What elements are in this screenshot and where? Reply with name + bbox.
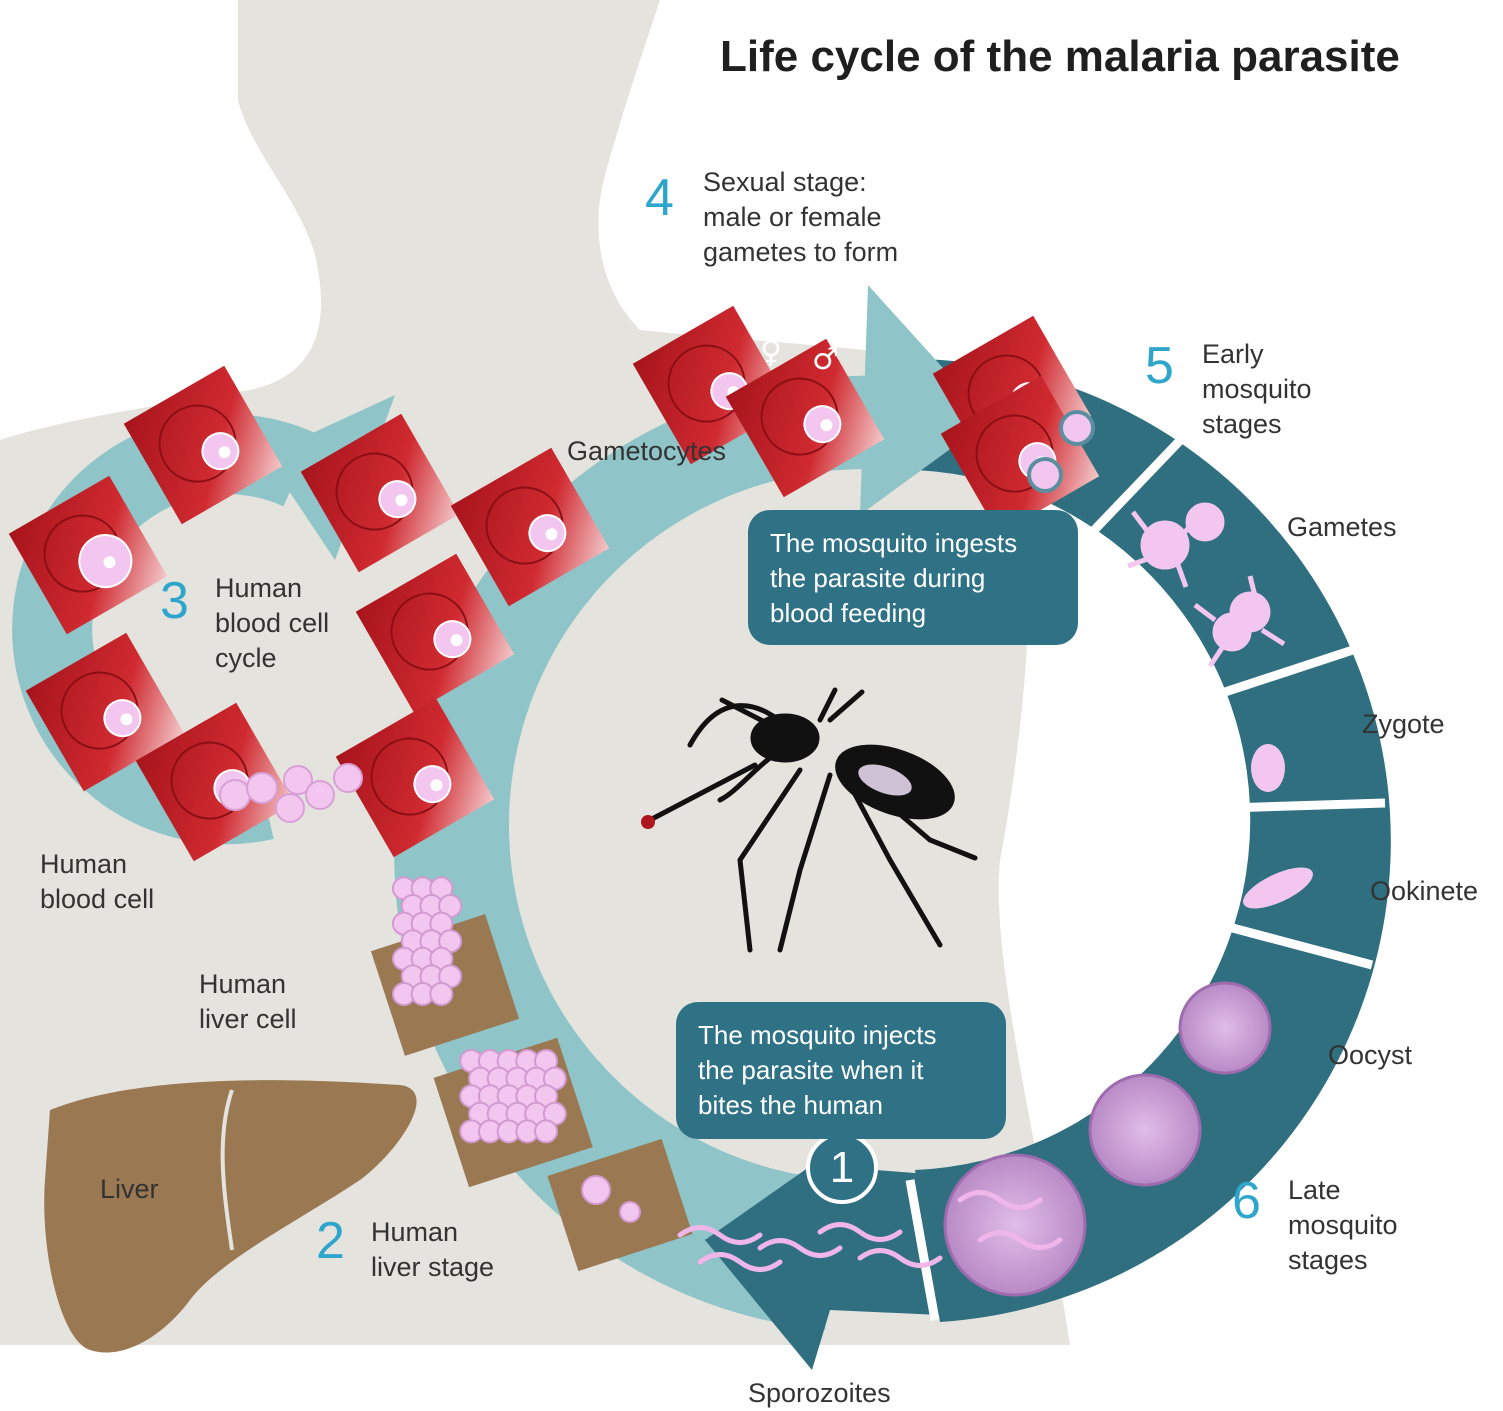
liver-label: Liver — [100, 1172, 159, 1207]
sporozoites-label: Sporozoites — [748, 1376, 891, 1411]
gametocytes-label: Gametocytes — [567, 434, 726, 469]
stage-4-number: 4 — [645, 172, 674, 224]
liver-parasite — [430, 983, 452, 1005]
liver-parasite — [535, 1120, 557, 1142]
stage-6-label: Late mosquito stages — [1288, 1173, 1398, 1278]
liver-parasite — [582, 1176, 610, 1204]
ingest-callout: The mosquito ingests the parasite during… — [748, 510, 1078, 645]
stage-2-number: 2 — [316, 1215, 345, 1267]
stage-4-label: Sexual stage: male or female gametes to … — [703, 165, 898, 270]
stage-3-label: Human blood cell cycle — [215, 571, 329, 676]
zygote — [1251, 744, 1285, 792]
oocyst-label: Oocyst — [1328, 1038, 1412, 1073]
stage-2-label: Human liver stage — [371, 1215, 494, 1285]
zygote-label: Zygote — [1362, 707, 1445, 742]
gametes-label: Gametes — [1287, 510, 1397, 545]
stage-3-number: 3 — [160, 575, 189, 627]
male-symbol: ♂ — [812, 342, 839, 377]
stage-6-number: 6 — [1232, 1175, 1261, 1227]
gamete-icon — [1029, 459, 1061, 491]
stage-1-number: 1 — [806, 1132, 878, 1204]
human-blood-cell-label: Human blood cell — [40, 847, 154, 917]
ookinete-label: Ookinete — [1370, 874, 1478, 909]
female-symbol: ♀ — [760, 335, 782, 370]
liver-parasite — [620, 1202, 640, 1222]
gamete-icon — [1061, 412, 1093, 444]
stage-5-label: Early mosquito stages — [1202, 337, 1312, 442]
diagram-title: Life cycle of the malaria parasite — [720, 32, 1400, 82]
inject-callout: The mosquito injects the parasite when i… — [676, 1002, 1006, 1139]
human-liver-cell-label: Human liver cell — [199, 967, 297, 1037]
stage-5-number: 5 — [1145, 340, 1174, 392]
